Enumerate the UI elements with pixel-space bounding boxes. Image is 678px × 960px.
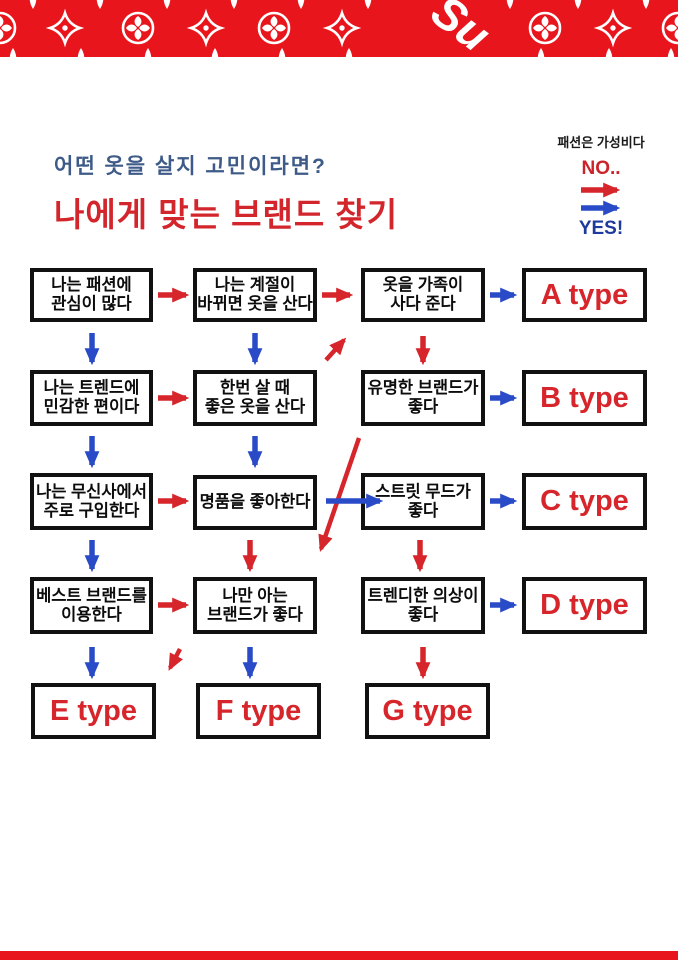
brand-banner: Su xyxy=(0,0,678,57)
type-label: C type xyxy=(540,485,629,517)
question-box-fashion-interest: 나는 패션에 관심이 많다 xyxy=(30,268,153,322)
question-line: 나만 아는 xyxy=(222,586,288,605)
type-label: G type xyxy=(382,694,473,727)
question-line: 좋다 xyxy=(407,605,439,624)
question-line: 나는 패션에 xyxy=(51,276,132,294)
question-line: 트렌디한 의상이 xyxy=(367,586,479,605)
type-box-c: C type xyxy=(522,473,647,530)
type-box-b: B type xyxy=(522,370,647,426)
arrow-legend: NO.. YES! xyxy=(562,158,640,240)
question-box-trendy-outfit: 트렌디한 의상이 좋다 xyxy=(361,577,485,634)
tagline: 패션은 가성비다 xyxy=(557,135,645,150)
legend-no-arrow-icon xyxy=(581,182,621,198)
type-box-f: F type xyxy=(196,683,321,739)
question-line: 베스트 브랜드를 xyxy=(36,586,147,605)
type-label: E type xyxy=(49,694,138,727)
question-line: 민감한 편이다 xyxy=(43,398,140,416)
arrow-no-q6-q11-diagonal xyxy=(318,437,362,553)
question-line: 좋다 xyxy=(407,398,439,416)
question-box-musinsa: 나는 무신사에서 주로 구입한다 xyxy=(30,473,153,530)
type-label: B type xyxy=(540,381,629,414)
question-line: 명품을 좋아한다 xyxy=(199,493,311,511)
question-box-buy-good-once: 한번 살 때 좋은 옷을 산다 xyxy=(193,370,317,426)
question-line: 사다 준다 xyxy=(390,295,456,313)
legend-yes-arrow-icon xyxy=(581,200,621,216)
subtitle-handwriting: 어떤 옷을 살지 고민이라면? xyxy=(54,155,327,178)
type-label: A type xyxy=(540,278,629,311)
type-box-e: E type xyxy=(31,683,156,739)
type-box-g: G type xyxy=(365,683,490,739)
question-line: 좋다 xyxy=(407,501,439,520)
question-box-trend-sensitive: 나는 트렌드에 민감한 편이다 xyxy=(30,370,153,426)
question-line: 주로 구입한다 xyxy=(43,501,140,520)
type-label: F type xyxy=(215,694,302,727)
question-line: 이용한다 xyxy=(61,605,122,624)
question-box-luxury: 명품을 좋아한다 xyxy=(193,475,317,530)
question-box-family-buys: 옷을 가족이 사다 준다 xyxy=(361,268,485,322)
arrow-no-q5-q3-diagonal xyxy=(324,337,347,362)
type-box-a: A type xyxy=(522,268,647,322)
page-title: 나에게 맞는 브랜드 찾기 xyxy=(54,196,399,233)
question-box-famous-brand: 유명한 브랜드가 좋다 xyxy=(361,370,485,426)
type-label: D type xyxy=(540,589,629,621)
question-line: 나는 계절이 xyxy=(214,276,296,294)
question-box-only-i-know: 나만 아는 브랜드가 좋다 xyxy=(193,577,317,634)
banner-background xyxy=(0,0,678,57)
question-line: 스트릿 무드가 xyxy=(375,482,471,501)
question-line: 나는 트렌드에 xyxy=(43,379,140,397)
question-line: 관심이 많다 xyxy=(51,295,132,313)
question-box-street-mood: 스트릿 무드가 좋다 xyxy=(361,473,485,530)
arrow-no-q11-typeE-diagonal xyxy=(168,647,184,671)
question-line: 한번 살 때 xyxy=(220,379,290,397)
question-line: 바뀌면 옷을 산다 xyxy=(197,295,313,313)
bottom-banner-strip xyxy=(0,951,678,960)
question-line: 브랜드가 좋다 xyxy=(207,605,303,624)
question-line: 좋은 옷을 산다 xyxy=(204,398,306,416)
question-box-best-brand: 베스트 브랜드를 이용한다 xyxy=(30,577,153,634)
type-box-d: D type xyxy=(522,577,647,634)
question-line: 유명한 브랜드가 xyxy=(367,379,479,397)
question-box-season-buy: 나는 계절이 바뀌면 옷을 산다 xyxy=(193,268,317,322)
question-line: 나는 무신사에서 xyxy=(36,482,147,501)
question-line: 옷을 가족이 xyxy=(382,276,464,294)
legend-no-label: NO.. xyxy=(581,158,621,179)
legend-yes-label: YES! xyxy=(578,218,624,239)
